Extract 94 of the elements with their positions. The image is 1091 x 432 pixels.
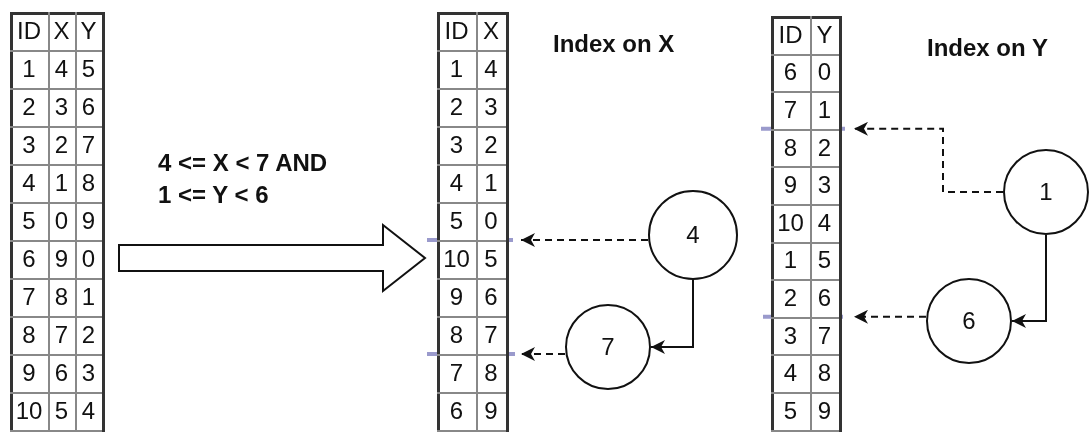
table-cell: 4 [48,50,77,90]
column-header: X [48,12,77,52]
table-cell: 4 [75,392,102,432]
table-cell: 3 [10,126,50,166]
data-table [10,12,105,432]
table-cell: 10 [437,240,478,280]
table-cell: 3 [810,166,839,206]
table-cell: 3 [48,88,77,128]
circle-node: 1 [1003,149,1089,235]
arrow [650,279,694,354]
arrow [1011,234,1047,328]
table-cell: 0 [476,202,506,242]
table-cell: 9 [810,392,839,432]
table-cell: 4 [476,50,506,90]
table-cell: 5 [476,240,506,280]
table-cell: 4 [437,164,478,204]
table-cell: 9 [10,354,50,394]
table-cell: 2 [437,88,478,128]
table-cell: 4 [10,164,50,204]
table-cell: 1 [476,164,506,204]
column-header: Y [75,12,102,52]
table-cell: 3 [437,126,478,166]
table-cell: 6 [10,240,50,280]
data-table [771,16,842,432]
table-cell: 2 [476,126,506,166]
table-cell: 2 [48,126,77,166]
data-table [437,12,509,432]
table-cell: 5 [75,50,102,90]
table-cell: 6 [771,53,812,94]
table-cell: 9 [75,202,102,242]
table-cell: 1 [771,241,812,282]
table-cell: 7 [810,316,839,357]
table-cell: 3 [771,316,812,357]
circle-node: 4 [648,190,738,280]
table-cell: 2 [10,88,50,128]
table-cell: 3 [75,354,102,394]
table-cell: 6 [75,88,102,128]
table-cell: 0 [48,202,77,242]
table-cell: 1 [48,164,77,204]
column-header: ID [437,12,478,52]
table-cell: 0 [810,53,839,94]
table-cell: 2 [75,316,102,356]
table-cell: 5 [10,202,50,242]
table-cell: 8 [48,278,77,318]
table-cell: 5 [810,241,839,282]
table-cell: 5 [437,202,478,242]
table-cell: 7 [771,91,812,131]
table-cell: 5 [771,392,812,432]
table-cell: 5 [48,392,77,432]
table-cell: 1 [75,278,102,318]
dashed-arrow [520,347,566,361]
table-cell: 0 [75,240,102,280]
table-cell: 6 [810,279,839,319]
table-cell: 6 [48,354,77,394]
table-cell: 3 [476,88,506,128]
index-title: Index on X [553,29,676,59]
table-cell: 8 [10,316,50,356]
table-cell: 7 [48,316,77,356]
condition-text: 4 <= X < 7 AND 1 <= Y < 6 [158,148,329,210]
table-cell: 1 [437,50,478,90]
table-cell: 4 [810,204,839,244]
table-cell: 9 [771,166,812,206]
table-cell: 8 [476,354,506,394]
column-header: X [476,12,506,52]
block-arrow [118,222,427,294]
table-cell: 7 [476,316,506,356]
table-cell: 9 [437,278,478,318]
table-cell: 6 [437,392,478,432]
table-cell: 8 [75,164,102,204]
table-cell: 7 [10,278,50,318]
table-cell: 8 [437,316,478,356]
dashed-arrow [853,121,1004,193]
table-cell: 7 [75,126,102,166]
table-cell: 1 [810,91,839,131]
column-header: ID [771,16,812,56]
table-cell: 6 [476,278,506,318]
dashed-arrow [520,233,649,247]
table-cell: 10 [771,204,812,244]
column-header: ID [10,12,50,52]
table-cell: 8 [771,128,812,169]
circle-node: 6 [926,278,1012,364]
index-title: Index on Y [927,33,1049,63]
circle-node: 7 [565,304,651,390]
table-cell: 10 [10,392,50,432]
dashed-arrow [853,309,927,324]
table-cell: 2 [810,128,839,169]
table-cell: 8 [810,354,839,394]
table-cell: 2 [771,279,812,319]
table-cell: 9 [48,240,77,280]
column-header: Y [810,16,839,56]
table-cell: 9 [476,392,506,432]
table-cell: 1 [10,50,50,90]
table-cell: 7 [437,354,478,394]
table-cell: 4 [771,354,812,394]
